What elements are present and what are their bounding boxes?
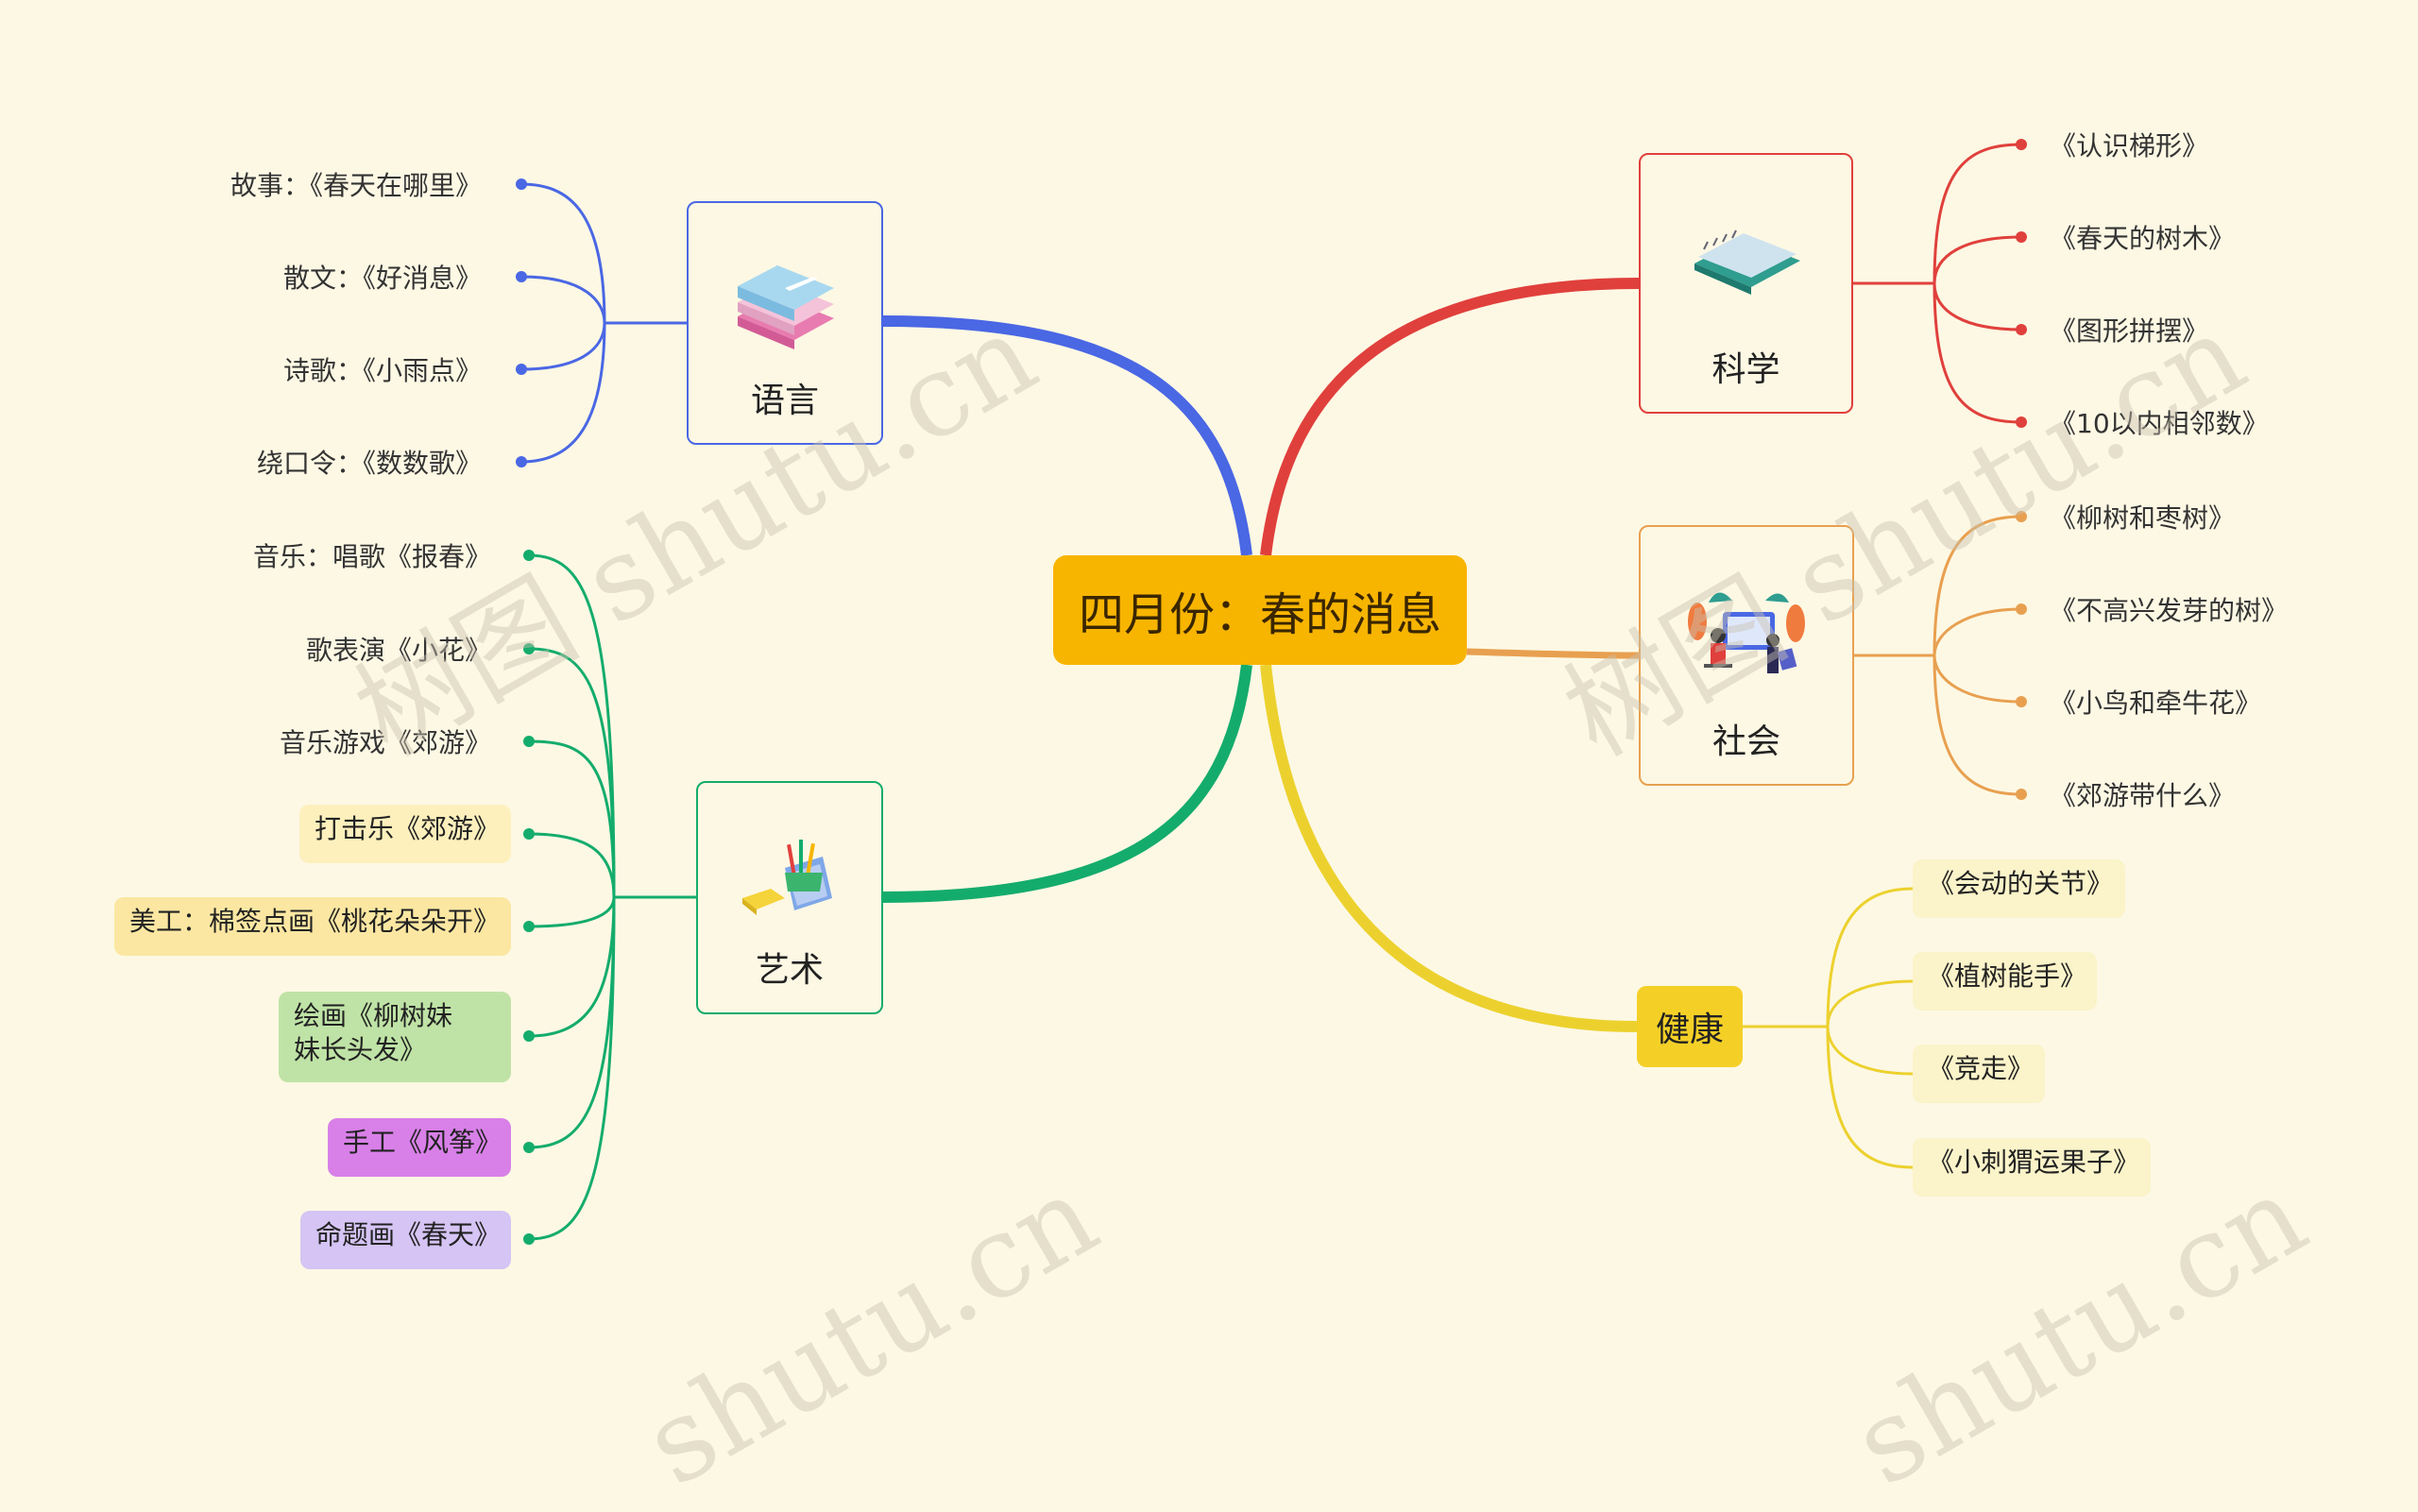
notebook-icon — [1694, 229, 1800, 295]
leaf-art-5[interactable]: 美工：棉签点画《桃花朵朵开》 — [114, 897, 511, 956]
branch-art — [882, 664, 1252, 903]
topic-art[interactable]: 艺术 — [696, 781, 883, 1014]
branch-language — [882, 315, 1252, 556]
topic-science[interactable]: 科学 — [1639, 153, 1853, 414]
leaf-art-1[interactable]: 音乐：唱歌《报春》 — [252, 541, 491, 572]
connector-lines — [516, 139, 2027, 1245]
branch-society — [1466, 648, 1640, 659]
leaf-language-2[interactable]: 散文：《好消息》 — [282, 263, 482, 294]
leaf-art-2[interactable]: 歌表演《小花》 — [305, 635, 491, 666]
leaf-art-8[interactable]: 命题画《春天》 — [300, 1211, 511, 1269]
language-dots — [516, 178, 527, 467]
meeting-icon — [1688, 592, 1805, 673]
leaf-society-1[interactable]: 《柳树和枣树》 — [2050, 502, 2236, 534]
science-dots — [2016, 139, 2027, 428]
leaf-language-3[interactable]: 诗歌：《小雨点》 — [282, 355, 482, 386]
books-icon — [738, 265, 834, 349]
topic-science-label: 科学 — [1711, 350, 1780, 389]
leaf-art-4[interactable]: 打击乐《郊游》 — [299, 805, 511, 863]
leaf-art-3[interactable]: 音乐游戏《郊游》 — [279, 727, 491, 758]
topic-health-label: 健康 — [1655, 1011, 1724, 1049]
society-dots — [2016, 511, 2027, 800]
leaf-health-2[interactable]: 《植树能手》 — [1913, 952, 2097, 1011]
leaf-science-2[interactable]: 《春天的树木》 — [2050, 223, 2236, 254]
central-topic[interactable]: 四月份：春的消息 — [1053, 555, 1467, 665]
topic-language-label: 语言 — [750, 382, 819, 420]
branch-science — [1260, 278, 1640, 556]
art-supplies-icon — [742, 840, 832, 915]
topic-health[interactable]: 健康 — [1637, 986, 1743, 1067]
branch-health — [1260, 664, 1638, 1032]
leaf-society-2[interactable]: 《不高兴发芽的树》 — [2050, 595, 2289, 626]
art-dots — [523, 550, 535, 1245]
leaf-society-3[interactable]: 《小鸟和牵牛花》 — [2050, 688, 2262, 719]
leaf-art-6[interactable]: 绘画《柳树妹妹长头发》 — [279, 992, 511, 1082]
leaf-science-1[interactable]: 《认识梯形》 — [2050, 130, 2209, 161]
topic-society-label: 社会 — [1711, 722, 1780, 761]
leaf-language-1[interactable]: 故事：《春天在哪里》 — [230, 170, 482, 201]
leaf-society-4[interactable]: 《郊游带什么》 — [2050, 780, 2236, 811]
leaf-science-4[interactable]: 《10以内相邻数》 — [2050, 408, 2269, 439]
leaf-language-4[interactable]: 绕口令：《数数歌》 — [256, 448, 482, 479]
topic-society[interactable]: 社会 — [1639, 525, 1854, 786]
topic-art-label: 艺术 — [755, 951, 824, 990]
leaf-health-4[interactable]: 《小刺猬运果子》 — [1913, 1138, 2151, 1197]
leaf-health-3[interactable]: 《竞走》 — [1913, 1045, 2045, 1103]
leaf-science-3[interactable]: 《图形拼摆》 — [2050, 315, 2209, 347]
mindmap-canvas: 四月份：春的消息 语言 艺术 科学 — [114, 130, 2327, 1512]
topic-language[interactable]: 语言 — [687, 201, 883, 445]
leaf-health-1[interactable]: 《会动的关节》 — [1913, 859, 2125, 918]
leaf-art-7[interactable]: 手工《风筝》 — [328, 1118, 511, 1177]
